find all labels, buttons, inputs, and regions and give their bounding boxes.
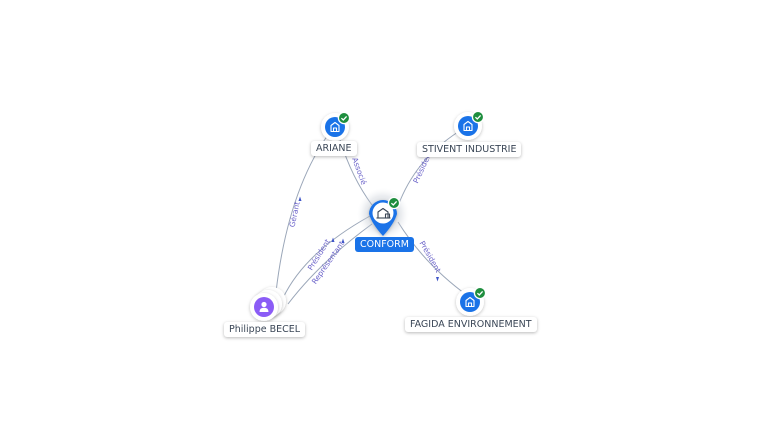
building-icon — [330, 121, 340, 133]
node-label-conform[interactable]: CONFORM — [355, 237, 414, 252]
building-icon — [376, 207, 391, 219]
verified-badge-icon — [471, 110, 485, 124]
arrow-person-conform-1 — [331, 237, 335, 242]
node-label-philippe-becel[interactable]: Philippe BECEL — [224, 322, 306, 337]
center-node[interactable] — [357, 188, 409, 240]
edge-conform-fagida[interactable] — [397, 221, 469, 297]
company-node-stivent-industrie[interactable] — [454, 110, 485, 140]
verified-badge-icon — [337, 111, 351, 125]
person-node-philippe-becel[interactable] — [250, 287, 286, 321]
node-label-ariane[interactable]: ARIANE — [311, 141, 357, 156]
arrow-person-ariane — [298, 196, 302, 201]
arrow-conform-fagida — [436, 277, 439, 282]
arrow-person-conform-2 — [341, 238, 345, 243]
edge-label-conform-fagida: Président — [418, 239, 443, 274]
edge-arrows — [298, 196, 439, 282]
node-label-stivent-industrie[interactable]: STIVENT INDUSTRIE — [417, 142, 522, 157]
verified-badge-icon — [473, 286, 487, 300]
person-icon — [259, 301, 269, 312]
company-node-fagida-environnement[interactable] — [456, 286, 487, 316]
building-icon — [465, 296, 475, 308]
edge-label-ariane-conform: Associé — [350, 156, 368, 186]
edge-person-conform-2[interactable] — [287, 223, 373, 305]
verified-badge-icon — [387, 196, 401, 210]
building-icon — [463, 120, 473, 132]
edge-label-person-ariane: Gérant — [287, 201, 301, 228]
company-node-ariane[interactable] — [321, 111, 351, 141]
edge-person-conform-1[interactable] — [282, 215, 371, 299]
node-label-fagida-environnement[interactable]: FAGIDA ENVIRONNEMENT — [405, 317, 537, 332]
